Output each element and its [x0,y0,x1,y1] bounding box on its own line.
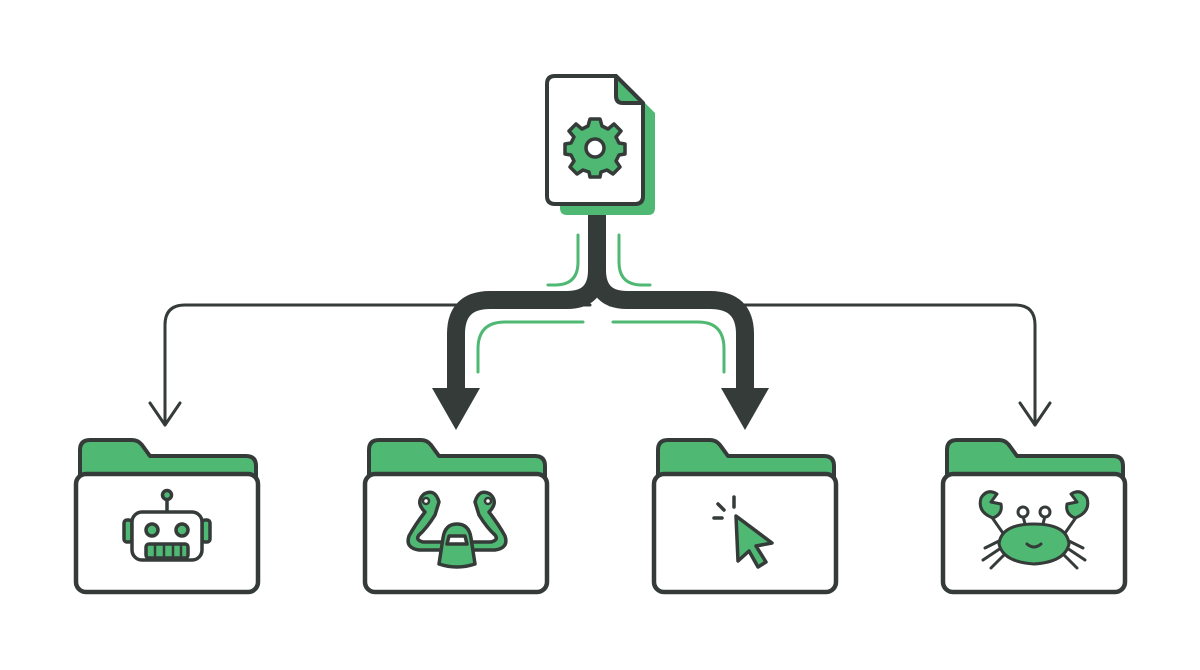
gear-icon [563,117,627,179]
thick-arrow-center-left [432,205,606,430]
robotic-arms-icon [406,490,508,569]
robot-icon [122,488,212,562]
thick-arrow-center-right [588,205,769,430]
folder-cursor [654,440,836,592]
crab-icon [978,490,1090,570]
thin-arrow-right [608,303,1052,427]
accent-guide-lines [476,233,726,374]
cursor-click-icon [712,495,774,569]
folder-robotic-arms [365,440,547,592]
folder-robot [76,440,258,592]
folder-crab [943,440,1125,592]
config-file-gear-icon [545,74,655,215]
thin-arrow-left [148,303,592,427]
